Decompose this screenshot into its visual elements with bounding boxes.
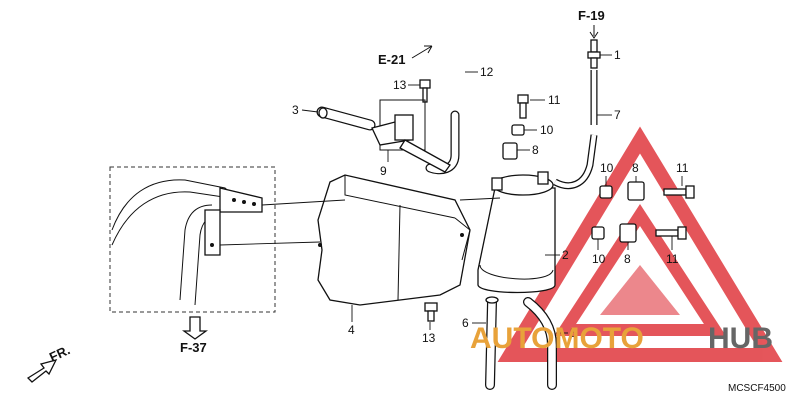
callout-7: 7 bbox=[614, 108, 621, 122]
callout-11b: 11 bbox=[676, 161, 689, 175]
callout-8c: 8 bbox=[624, 252, 631, 266]
callout-4: 4 bbox=[348, 323, 355, 337]
callout-12: 12 bbox=[480, 65, 494, 79]
hose-part-6 bbox=[485, 296, 499, 390]
callout-9: 9 bbox=[380, 164, 387, 178]
ref-e21: E-21 bbox=[378, 52, 405, 67]
callout-6: 6 bbox=[462, 316, 469, 330]
ref-arrow-down bbox=[182, 316, 208, 340]
cover-part-4 bbox=[317, 174, 471, 306]
fitting-part-1 bbox=[587, 39, 601, 69]
canister-part-2 bbox=[459, 171, 556, 294]
hose-part-5 bbox=[523, 297, 557, 390]
callout-13b: 13 bbox=[422, 331, 436, 345]
hose-part-3 bbox=[316, 106, 376, 131]
valve-part-9 bbox=[371, 99, 451, 173]
callout-8b: 8 bbox=[632, 161, 639, 175]
collar-part-8-top bbox=[502, 142, 518, 160]
callout-5: 5 bbox=[570, 326, 577, 340]
ref-arrow-f19 bbox=[589, 25, 599, 39]
diagram-code: MCSCF4500 bbox=[728, 383, 786, 394]
bolt-part-13-top bbox=[419, 79, 431, 103]
callout-2: 2 bbox=[562, 248, 569, 262]
callout-11c: 11 bbox=[666, 252, 679, 266]
callout-11a: 11 bbox=[548, 93, 561, 107]
watermark-logo bbox=[497, 126, 783, 362]
callout-10c: 10 bbox=[592, 252, 606, 266]
bolt-part-13-bottom bbox=[424, 302, 438, 322]
callout-1: 1 bbox=[614, 48, 621, 62]
frame-detail-box bbox=[109, 166, 276, 313]
ref-f19: F-19 bbox=[578, 8, 605, 23]
ref-arrow-e21 bbox=[411, 45, 433, 59]
callout-8a: 8 bbox=[532, 143, 539, 157]
bolt-part-11-top bbox=[517, 94, 529, 119]
watermark-automoto: AUTOMOTO bbox=[470, 322, 644, 355]
grommet-part-10-top bbox=[511, 124, 525, 136]
ref-f37: F-37 bbox=[180, 340, 207, 355]
front-arrow bbox=[26, 359, 58, 383]
mount-upper-right bbox=[599, 181, 695, 201]
callout-10a: 10 bbox=[540, 123, 554, 137]
ref-front: FR. bbox=[47, 342, 72, 364]
hose-part-12 bbox=[425, 30, 466, 175]
callout-3: 3 bbox=[292, 103, 299, 117]
callout-13a: 13 bbox=[393, 78, 407, 92]
callout-10b: 10 bbox=[600, 161, 614, 175]
watermark-hub: HUB bbox=[708, 322, 773, 355]
tube-part-7 bbox=[553, 70, 598, 190]
